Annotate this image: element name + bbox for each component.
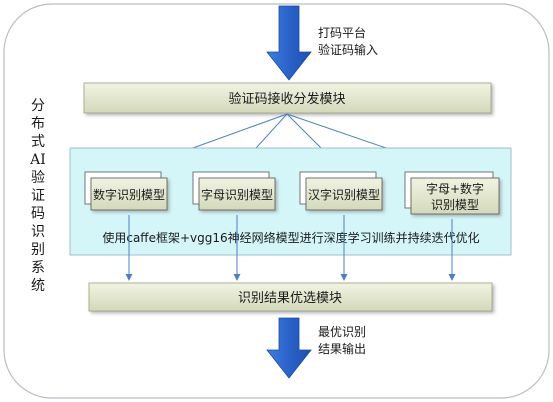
model-box-letter: 字母识别模型 <box>192 171 276 211</box>
system-title-char: 布 <box>31 116 45 132</box>
model-label-digit: 数字识别模型 <box>93 187 165 202</box>
output-arrow <box>266 317 312 379</box>
model-label-mixed-line1: 字母+数字 <box>426 181 484 196</box>
system-title-char: 系 <box>31 260 45 276</box>
receive-dispatch-module <box>83 82 492 114</box>
system-title-char: 别 <box>31 242 45 258</box>
system-title-char: AI <box>29 152 46 168</box>
model-label-hanzi: 汉字识别模型 <box>308 187 380 202</box>
training-note: 使用caffe框架+vgg16神经网络模型进行深度学习训练并持续迭代优化 <box>102 230 479 245</box>
system-title-char: 证 <box>31 188 45 204</box>
result-connectors <box>125 215 456 281</box>
system-title-char: 验 <box>31 170 45 186</box>
model-label-letter: 字母识别模型 <box>201 187 273 202</box>
system-title-char: 分 <box>31 98 45 114</box>
input-label-line1: 打码平台 <box>318 25 366 40</box>
result-selection-module-label: 识别结果优选模块 <box>238 291 342 306</box>
model-box-digit: 数字识别模型 <box>84 171 168 211</box>
system-title-char: 码 <box>31 206 45 222</box>
input-arrow <box>266 5 312 81</box>
system-title-char: 式 <box>31 134 45 150</box>
model-box-mixed: 字母+数字 识别模型 <box>404 171 500 215</box>
result-selection-module <box>88 282 493 312</box>
system-title-vertical: 分 布 式 AI 验 证 码 识 别 系 统 <box>29 98 46 294</box>
model-label-mixed-line2: 识别模型 <box>431 198 479 212</box>
input-label-line2: 验证码输入 <box>318 42 378 57</box>
receive-dispatch-module-label: 验证码接收分发模块 <box>228 91 345 107</box>
model-box-hanzi: 汉字识别模型 <box>299 171 383 211</box>
output-label-line2: 结果输出 <box>318 341 366 356</box>
output-label-line1: 最优识别 <box>318 325 366 339</box>
system-title-char: 识 <box>31 224 45 240</box>
system-title-char: 统 <box>31 278 45 294</box>
